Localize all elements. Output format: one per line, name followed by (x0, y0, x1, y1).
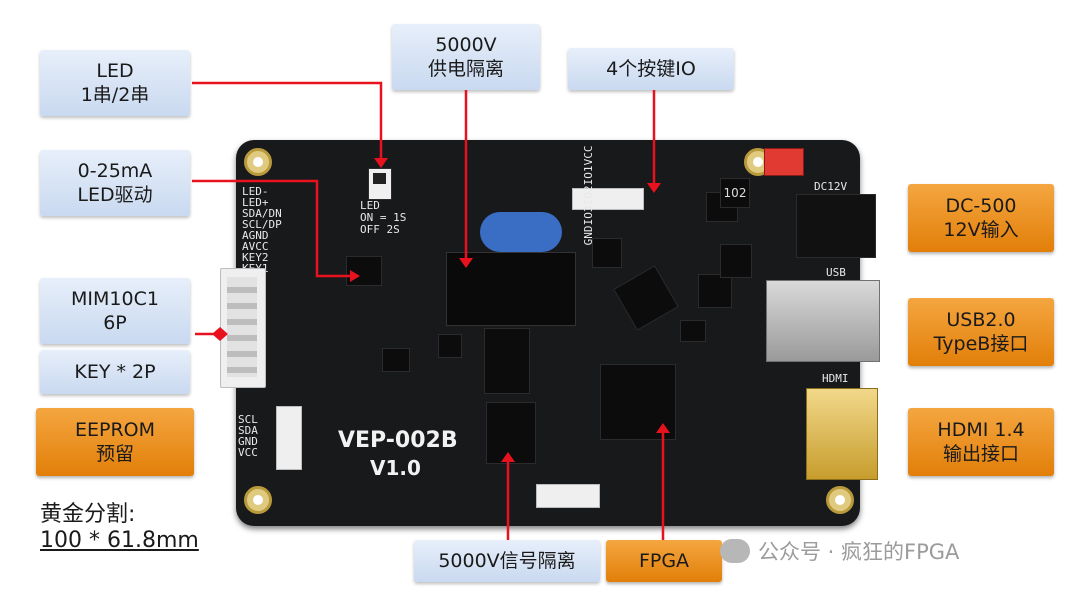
label-signal-isolation-line1: 5000V信号隔离 (438, 550, 576, 572)
hdmi-port (806, 388, 878, 480)
keys-io-arrowhead (647, 183, 661, 193)
label-mim-line2: 6P (103, 312, 127, 334)
label-keys-io: 4个按键IO (568, 48, 734, 90)
silk-left-pin-4: AGND (242, 229, 269, 242)
label-usb: USB2.0 TypeB接口 (908, 298, 1054, 366)
small-chip-4 (592, 238, 622, 268)
golden-ratio-size: 100 * 61.8mm (40, 528, 199, 553)
fpga-arrowhead (656, 423, 670, 433)
label-led: LED 1串/2串 (40, 50, 190, 116)
board-version: V1.0 (370, 456, 421, 480)
small-chip-1 (346, 256, 382, 286)
silk-hdmi: HDMI (822, 372, 849, 385)
label-hdmi-line1: HDMI 1.4 (937, 419, 1025, 441)
small-chip-3 (438, 334, 462, 358)
label-signal-isolation: 5000V信号隔离 (414, 540, 600, 582)
golden-ratio-title: 黄金分割: (40, 502, 136, 527)
label-eeprom-line2: 预留 (95, 443, 134, 465)
label-key-connector: KEY * 2P (40, 350, 190, 394)
signal-isolation-arrowhead (501, 452, 515, 462)
label-mim-connector: MIM10C1 6P (40, 278, 190, 344)
mim-arrowhead (212, 327, 228, 341)
silk-eeprom-pin-1: SDA (238, 424, 258, 437)
label-usb-line1: USB2.0 (946, 309, 1016, 331)
label-eeprom-line1: EEPROM (74, 419, 156, 441)
signal-isolator-2 (486, 402, 536, 464)
mount-hole-bottom-right (826, 486, 854, 514)
led-drive-arrowhead (350, 270, 360, 282)
label-hdmi: HDMI 1.4 输出接口 (908, 408, 1054, 476)
label-fpga-line1: FPGA (638, 550, 690, 572)
silk-left-pin-0: LED- (242, 185, 269, 198)
silk-left-pin-2: SDA/DN (242, 207, 282, 220)
silk-left-pin-3: SCL/DP (242, 218, 282, 231)
mount-hole-bottom-left (244, 486, 272, 514)
silk-dc: DC12V (814, 180, 848, 193)
label-eeprom: EEPROM 预留 (36, 408, 194, 476)
label-isolation-power: 5000V 供电隔离 (392, 24, 540, 90)
isolation-transformer (446, 252, 576, 326)
label-led-line1: LED (96, 60, 134, 82)
bottom-connector (536, 484, 600, 508)
dc-jack (796, 194, 876, 258)
wechat-icon (720, 539, 750, 563)
mim-connector (220, 268, 266, 388)
silk-left-pin-1: LED+ (242, 196, 269, 209)
y-capacitor (480, 212, 562, 252)
silk-inductor: 102 (720, 178, 750, 208)
silk-switch-line-1: ON = 1S (360, 211, 407, 224)
watermark-text: 公众号 · 疯狂的FPGA (758, 540, 960, 564)
silk-usb: USB (826, 266, 846, 279)
label-keys-io-line1: 4个按键IO (606, 58, 696, 80)
isolation-power-arrowhead (459, 258, 473, 268)
inductor (720, 244, 752, 278)
silk-eeprom-pin-2: GND (238, 435, 258, 448)
silk-eeprom-pin-3: VCC (238, 446, 258, 459)
label-led-drive-line1: 0-25mA (77, 160, 153, 182)
label-isolation-power-line2: 供电隔离 (427, 58, 504, 80)
eeprom-connector (276, 406, 302, 470)
label-key-line1: KEY * 2P (74, 361, 156, 383)
board-name: VEP-002B (338, 428, 458, 453)
silk-switch-line-0: LED (360, 199, 380, 212)
label-mim-line1: MIM10C1 (71, 288, 159, 310)
led-drive-callout-line (192, 179, 352, 278)
silk-eeprom-pin-0: SCL (238, 413, 258, 426)
dip-switch (368, 168, 392, 200)
label-led-drive-line2: LED驱动 (77, 184, 153, 206)
signal-isolator-1 (484, 328, 530, 394)
silk-switch-line-2: OFF 2S (360, 223, 400, 236)
watermark: 公众号 · 疯狂的FPGA (720, 536, 959, 566)
mount-hole-top-left (244, 148, 272, 176)
label-hdmi-line2: 输出接口 (942, 443, 1019, 465)
small-chip-6 (680, 320, 706, 342)
usb-typeb-port (766, 280, 880, 362)
label-dc-line2: 12V输入 (943, 219, 1019, 241)
label-dc-input: DC-500 12V输入 (908, 184, 1054, 252)
label-led-drive: 0-25mA LED驱动 (40, 150, 190, 216)
dc-jack-header (764, 148, 804, 176)
label-fpga: FPGA (606, 540, 722, 582)
led-arrowhead (374, 158, 388, 168)
led-callout-line (192, 81, 383, 160)
label-usb-line2: TypeB接口 (933, 333, 1029, 355)
small-chip-5 (698, 274, 732, 308)
label-isolation-power-line1: 5000V (435, 34, 497, 56)
small-chip-2 (382, 348, 410, 372)
silk-left-pin-5: AVCC (242, 240, 269, 253)
io-connector (572, 188, 644, 210)
silk-left-pin-6: KEY2 (242, 251, 269, 264)
label-dc-line1: DC-500 (945, 195, 1017, 217)
label-led-line2: 1串/2串 (80, 84, 150, 106)
